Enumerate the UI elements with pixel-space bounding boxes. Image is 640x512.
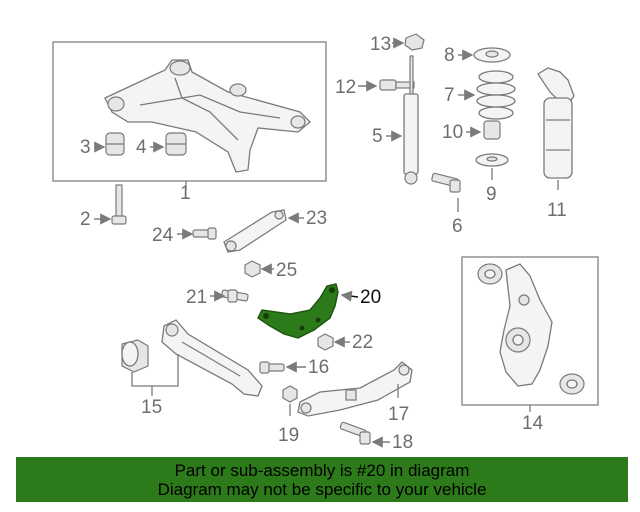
callout-20: 20 [360,287,381,308]
callout-3: 3 [80,137,91,158]
bushing-15[interactable] [121,339,149,373]
subframe-part[interactable] [104,59,311,173]
callout-2: 2 [80,209,91,230]
callout-23: 23 [306,208,327,229]
spring-seat-9[interactable] [475,153,509,167]
control-link-23[interactable] [223,209,287,253]
bolt-24[interactable] [192,227,217,240]
callout-1: 1 [180,183,191,204]
nut-25[interactable] [244,260,261,278]
callout-4: 4 [136,137,147,158]
notice-banner: Part or sub-assembly is #20 in diagram D… [16,457,628,502]
callout-14: 14 [522,413,544,434]
callout-18: 18 [392,432,413,453]
lower-arm-15[interactable] [161,319,263,397]
callout-9: 9 [486,184,497,205]
callout-8: 8 [444,45,455,66]
callout-5: 5 [372,126,383,147]
knuckle-bushing-lower[interactable] [559,373,585,395]
callout-11: 11 [547,200,567,221]
shock-absorber-5[interactable] [403,55,419,185]
bushing-3[interactable] [105,132,125,156]
bolt-18[interactable] [339,421,371,445]
bolt-21[interactable] [221,289,249,303]
callout-22: 22 [352,332,373,353]
bushing-4[interactable] [165,132,187,156]
bolt-12[interactable] [379,79,415,91]
bolt-2[interactable] [111,184,127,225]
callout-7: 7 [444,85,455,106]
callout-21: 21 [186,287,207,308]
bolt-16[interactable] [259,361,285,374]
knuckle-part[interactable] [499,263,553,387]
bump-stop-10[interactable] [483,120,501,140]
callout-10: 10 [442,122,463,143]
subframe-group-box [52,41,327,182]
callout-13: 13 [370,34,391,55]
lower-link-17[interactable] [297,361,413,417]
upper-mount-8[interactable] [473,47,511,63]
callout-12: 12 [335,77,356,98]
nut-19[interactable] [282,385,298,403]
callout-6: 6 [452,216,463,237]
callout-16: 16 [308,357,329,378]
coil-spring-7[interactable] [476,70,516,120]
dust-boot-11[interactable] [537,67,575,179]
parts-diagram: 1 3 4 2 13 12 5 6 8 7 [52,33,599,453]
control-arm-20-highlighted[interactable] [257,283,339,339]
callout-24: 24 [152,225,174,246]
notice-line-1: Part or sub-assembly is #20 in diagram [174,460,470,480]
nut-13[interactable] [404,33,425,51]
bolt-6[interactable] [431,172,461,193]
callout-25: 25 [276,260,297,281]
nut-22[interactable] [317,333,334,351]
callout-15: 15 [141,397,162,418]
knuckle-bushing-upper[interactable] [477,263,503,285]
callout-19: 19 [278,425,299,446]
notice-line-2: Diagram may not be specific to your vehi… [157,479,487,499]
callout-17: 17 [388,404,409,425]
